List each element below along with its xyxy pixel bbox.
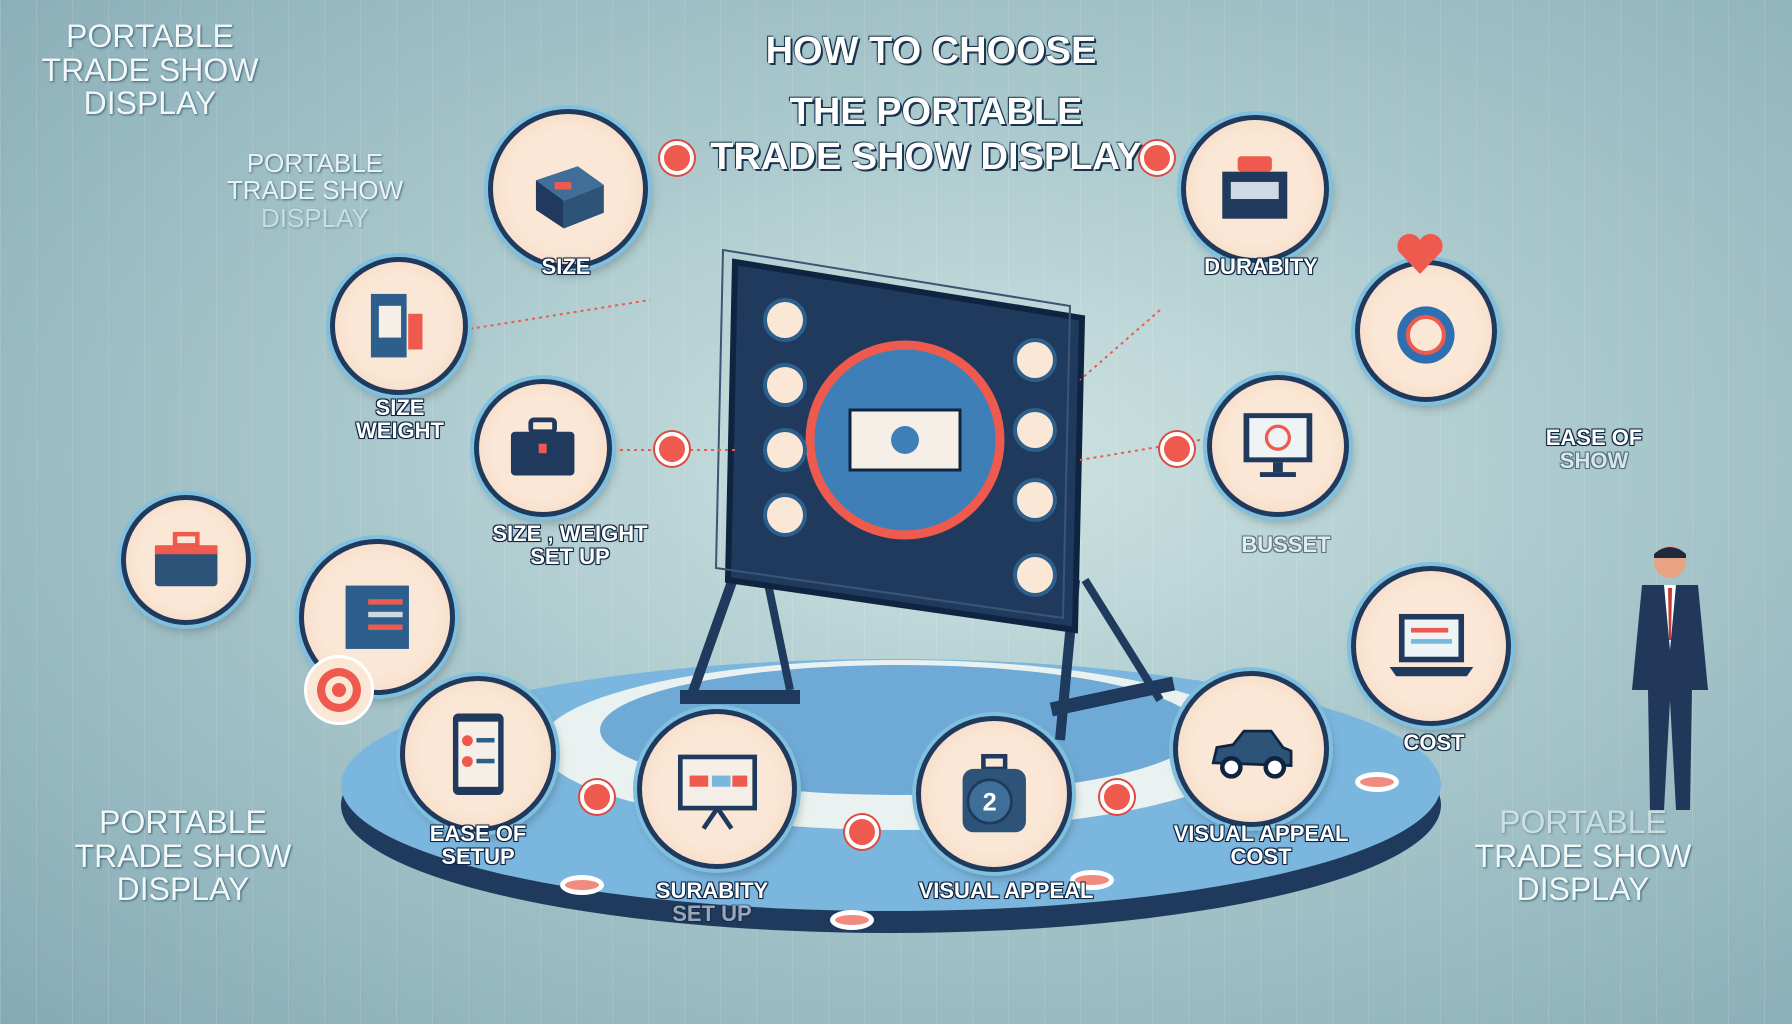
svg-text:2: 2 <box>982 788 996 816</box>
accent-dot <box>580 780 614 814</box>
ring-marker <box>560 875 604 895</box>
target-icon <box>1397 306 1455 364</box>
accent-dot <box>1160 432 1194 466</box>
booth-icon <box>371 294 423 358</box>
ring-marker <box>1355 772 1399 792</box>
numbered-bag-icon: 2 <box>962 753 1026 833</box>
screen-icon <box>345 585 409 649</box>
car-icon-circle <box>1173 671 1329 827</box>
ring-marker <box>1070 870 1114 890</box>
title-line-2: THE PORTABLE <box>789 91 1083 133</box>
label-visual-appeal: VISUAL APPEAL <box>918 878 1094 903</box>
briefcase-icon <box>511 417 575 476</box>
label-size: SIZE <box>541 254 591 279</box>
label-cost: COST <box>1403 730 1465 755</box>
monitor-icon-circle <box>1207 375 1349 517</box>
accent-dot <box>845 815 879 849</box>
label-durability: DURABITY <box>1204 254 1318 279</box>
monitor-icon <box>1243 413 1313 478</box>
size-weight-icon-circle <box>330 257 468 395</box>
heart-icon-circle <box>1355 260 1497 402</box>
tablet-icon-circle <box>400 676 556 832</box>
bag-icon-circle <box>121 495 251 625</box>
box-icon <box>535 165 604 229</box>
presentation-board-icon <box>677 754 757 830</box>
size-box-icon-circle <box>488 109 648 269</box>
briefcase-icon-circle <box>474 379 612 517</box>
accent-dot <box>660 141 694 175</box>
businessman-figure <box>1632 546 1708 810</box>
durability-icon-circle <box>1181 115 1329 263</box>
bag-icon <box>154 531 218 587</box>
title-line-1: HOW TO CHOOSE <box>765 30 1097 72</box>
label-busset: BUSSET <box>1241 532 1331 557</box>
title-line-3: TRADE SHOW DISPLAY <box>710 136 1142 178</box>
target-icon <box>304 655 374 725</box>
heart-icon <box>1397 233 1443 274</box>
sign-icon-circle <box>637 709 797 869</box>
accent-dot <box>1100 780 1134 814</box>
laptop-icon-circle <box>1351 566 1511 726</box>
laptop-icon <box>1389 613 1473 676</box>
tablet-icon <box>452 713 504 795</box>
accent-dot <box>1140 141 1174 175</box>
accent-dot <box>655 432 689 466</box>
car-icon <box>1211 729 1293 779</box>
numbered-bag-icon-circle: 2 <box>916 716 1072 872</box>
case-icon <box>1222 156 1288 219</box>
ring-marker <box>830 910 874 930</box>
